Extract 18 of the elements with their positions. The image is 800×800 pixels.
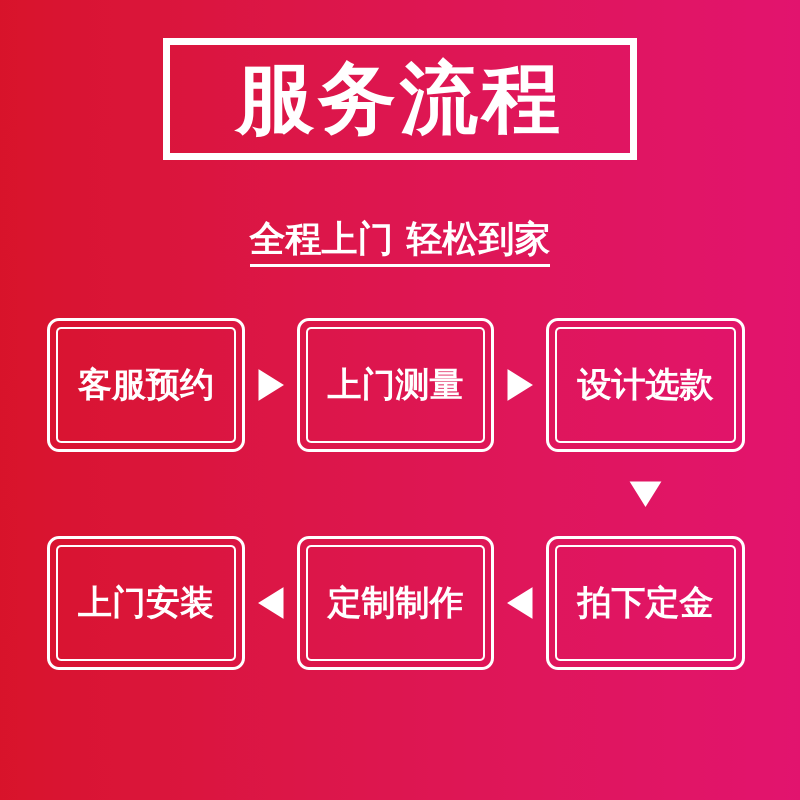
step-label: 定制制作	[328, 582, 464, 624]
step-label: 上门安装	[78, 582, 214, 624]
subtitle: 全程上门 轻松到家	[250, 218, 550, 267]
step-box	[297, 536, 494, 670]
arrow-triangle	[258, 369, 284, 401]
arrow-triangle	[630, 482, 662, 507]
step-label: 上门测量	[328, 364, 464, 406]
step-box	[546, 318, 745, 452]
step-box	[297, 318, 494, 452]
step-label: 客服预约	[78, 364, 214, 406]
step-box	[47, 318, 245, 452]
step-box	[546, 536, 745, 670]
step-box	[47, 536, 245, 670]
step-label: 设计选款	[578, 364, 714, 406]
arrow-triangle	[507, 587, 532, 619]
step-label: 拍下定金	[578, 582, 714, 624]
arrow-triangle	[258, 587, 284, 619]
arrow-triangle	[508, 369, 533, 401]
